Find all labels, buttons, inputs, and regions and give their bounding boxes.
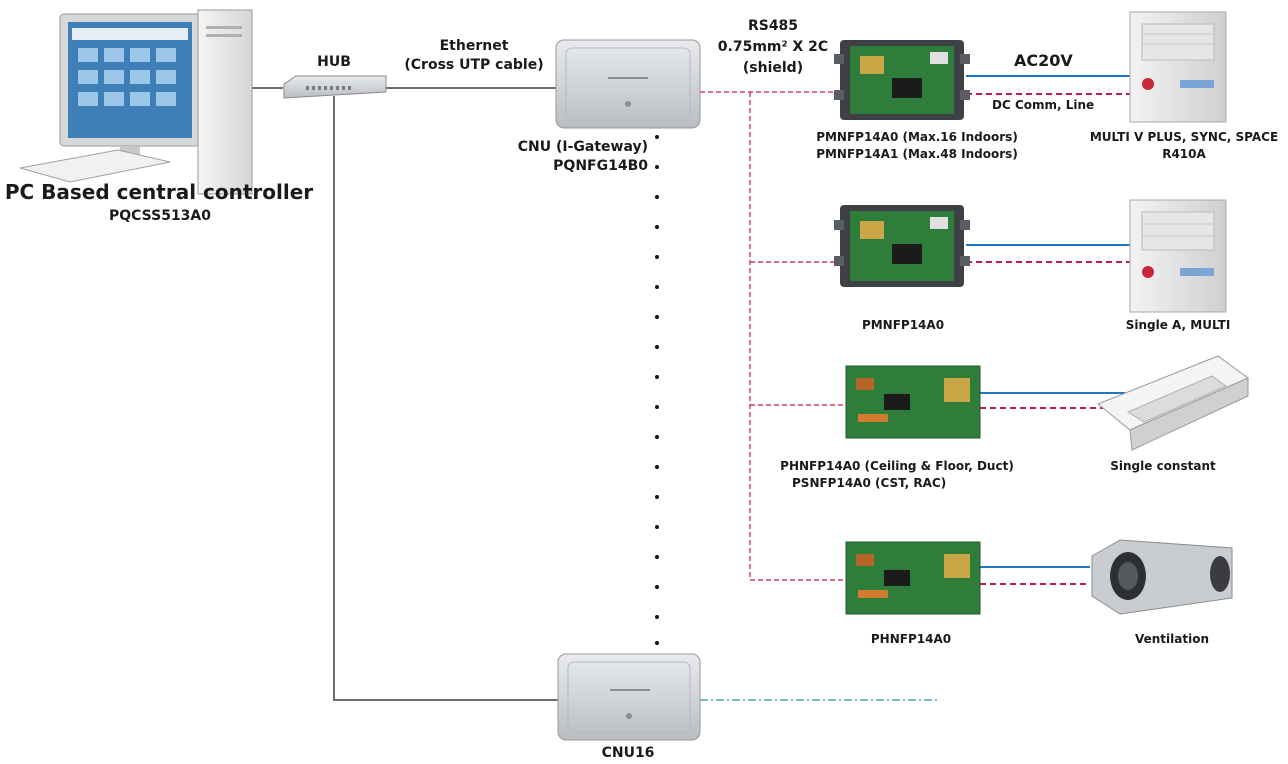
ethernet-label-line1: Ethernet bbox=[439, 38, 509, 54]
cnu-label-line2: PQNFG14B0 bbox=[553, 158, 648, 174]
pc-model: PQCSS513A0 bbox=[108, 208, 212, 224]
pi-3-label-line2: PSNFP14A0 (CST, RAC) bbox=[792, 476, 947, 490]
cnu16-device bbox=[557, 653, 701, 741]
pi-module-3 bbox=[845, 365, 981, 439]
comm-label: DC Comm, Line bbox=[992, 98, 1095, 112]
pi-1-label-line2: PMNFP14A1 (Max.48 Indoors) bbox=[816, 147, 1018, 161]
power-lines bbox=[966, 75, 1130, 568]
pi-3-label-line1: PHNFP14A0 (Ceiling & Floor, Duct) bbox=[780, 459, 1014, 473]
ethernet-wiring bbox=[252, 87, 560, 701]
unit-3-label: Single constant bbox=[1110, 459, 1216, 473]
rs485-label-line1: RS485 bbox=[747, 18, 799, 34]
rs485-label-line2: 0.75mm² X 2C bbox=[717, 39, 829, 55]
cnu-label-line1: CNU (I-Gateway) bbox=[517, 139, 648, 155]
unit-1-label-line1: MULTI V PLUS, SYNC, SPACE bbox=[1089, 130, 1279, 144]
outdoor-unit-1-icon bbox=[1129, 11, 1227, 123]
ventilation-unit-icon bbox=[1091, 539, 1233, 615]
unit-4-label: Ventilation bbox=[1134, 632, 1209, 646]
unit-2-label: Single A, MULTI bbox=[1125, 318, 1231, 332]
cnu16-label: CNU16 bbox=[601, 745, 655, 761]
hub-label: HUB bbox=[317, 54, 351, 70]
cassette-unit-icon bbox=[1097, 355, 1249, 451]
pi-module-4 bbox=[845, 541, 981, 615]
comm-lines bbox=[966, 93, 1130, 585]
pi-4-label: PHNFP14A0 bbox=[870, 632, 952, 646]
pi-1-label-line1: PMNFP14A0 (Max.16 Indoors) bbox=[816, 130, 1018, 144]
power-label: AC20V bbox=[1014, 51, 1073, 70]
pi-module-1 bbox=[834, 40, 970, 120]
rs485-bus bbox=[700, 91, 845, 581]
cnu-gateway-device bbox=[555, 39, 701, 129]
hub-device-icon bbox=[283, 75, 387, 99]
unit-1-label-line2: R410A bbox=[1162, 147, 1206, 161]
cnu-continuation-dots bbox=[655, 135, 659, 645]
ethernet-label-line2: (Cross UTP cable) bbox=[404, 57, 544, 73]
pi-module-2 bbox=[834, 205, 970, 287]
pc-title: PC Based central controller bbox=[4, 180, 314, 204]
pi-2-label: PMNFP14A0 bbox=[861, 318, 945, 332]
pc-computer-icon bbox=[19, 9, 253, 195]
rs485-label-line3: (shield) bbox=[742, 60, 804, 76]
hub-to-cnu16-line bbox=[333, 96, 560, 701]
outdoor-unit-2-icon bbox=[1129, 199, 1227, 313]
